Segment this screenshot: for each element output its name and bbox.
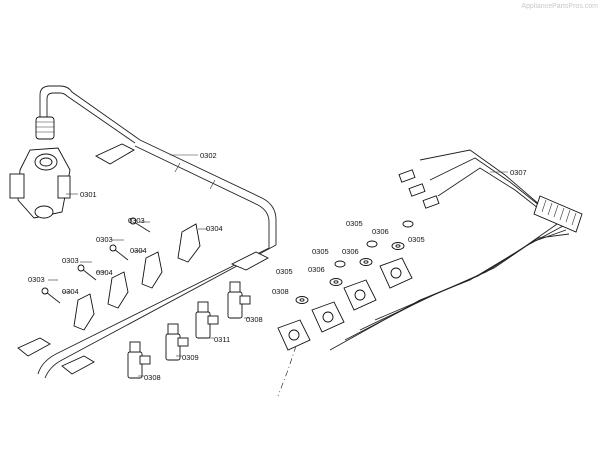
label-0305-1: 0305 bbox=[346, 219, 363, 228]
igniter-switch-3[interactable] bbox=[343, 279, 377, 311]
washer-0306-3[interactable] bbox=[329, 278, 343, 286]
screw-0303-3[interactable] bbox=[77, 264, 97, 281]
burner-valve-0309[interactable] bbox=[165, 323, 189, 361]
label-0308-2: 0308 bbox=[144, 373, 161, 382]
clip-0304-1[interactable] bbox=[177, 223, 201, 263]
washer-0305-2[interactable] bbox=[366, 240, 378, 248]
gas-valve-regulator[interactable] bbox=[9, 116, 71, 219]
label-0305-4: 0305 bbox=[276, 267, 293, 276]
label-0306-3: 0306 bbox=[308, 265, 325, 274]
label-0306-2: 0306 bbox=[342, 247, 359, 256]
washer-0305-3[interactable] bbox=[334, 260, 346, 268]
washer-0306-4[interactable] bbox=[295, 296, 309, 304]
label-0308-3: 0308 bbox=[272, 287, 289, 296]
burner-valve-0308-right[interactable] bbox=[227, 281, 251, 319]
washer-0305-1[interactable] bbox=[402, 220, 414, 228]
label-0304-4: 0304 bbox=[62, 287, 79, 296]
clip-0304-4[interactable] bbox=[73, 293, 95, 331]
label-0302: 0302 bbox=[200, 151, 217, 160]
washer-0306-2[interactable] bbox=[359, 258, 373, 266]
burner-valve-0308-left[interactable] bbox=[127, 341, 151, 379]
label-0303-4: 0303 bbox=[28, 275, 45, 284]
spark-wire-harness[interactable] bbox=[329, 149, 583, 351]
label-0308-1: 0308 bbox=[246, 315, 263, 324]
label-0305-2: 0305 bbox=[408, 235, 425, 244]
screw-0303-2[interactable] bbox=[109, 244, 129, 261]
alignment-line bbox=[277, 345, 297, 397]
gas-manifold-tube[interactable] bbox=[17, 85, 277, 379]
label-0304-3: 0304 bbox=[96, 268, 113, 277]
label-0304-2: 0304 bbox=[130, 246, 147, 255]
label-0307: 0307 bbox=[510, 168, 527, 177]
washer-0306-1[interactable] bbox=[391, 242, 405, 250]
igniter-switch-2[interactable] bbox=[311, 301, 345, 333]
igniter-switch-4[interactable] bbox=[379, 257, 413, 289]
watermark-text: AppliancePartsPros.com bbox=[521, 3, 598, 10]
label-0311: 0311 bbox=[214, 335, 230, 344]
label-0303-1: 0303 bbox=[128, 216, 145, 225]
leader-lines bbox=[48, 154, 508, 377]
label-0301: 0301 bbox=[80, 190, 97, 199]
screw-0303-1[interactable] bbox=[129, 217, 151, 233]
label-0305-3: 0305 bbox=[312, 247, 329, 256]
label-0303-2: 0303 bbox=[96, 235, 113, 244]
label-0309: 0309 bbox=[182, 353, 199, 362]
clip-0304-3[interactable] bbox=[107, 271, 129, 309]
label-0306-1: 0306 bbox=[372, 227, 389, 236]
label-0303-3: 0303 bbox=[62, 256, 79, 265]
burner-valve-0311[interactable] bbox=[195, 301, 219, 339]
clip-0304-2[interactable] bbox=[141, 251, 163, 289]
igniter-switch-1[interactable] bbox=[277, 319, 311, 351]
label-0304-1: 0304 bbox=[206, 224, 223, 233]
screw-0303-4[interactable] bbox=[41, 287, 61, 304]
